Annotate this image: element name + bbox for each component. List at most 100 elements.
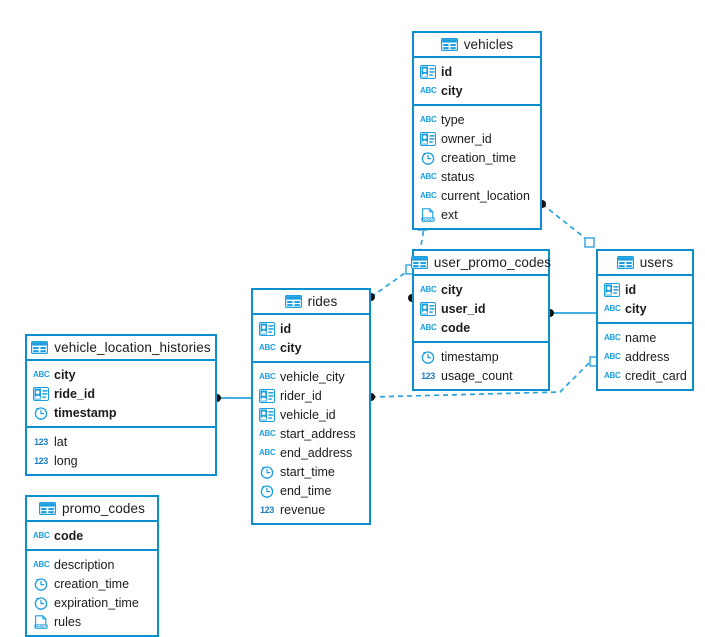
- column-vehicle_id[interactable]: vehicle_id: [253, 405, 369, 424]
- column-revenue[interactable]: 123 revenue: [253, 500, 369, 519]
- column-label: timestamp: [54, 405, 117, 420]
- json-doc-icon: JSON: [33, 614, 49, 629]
- 123-icon: 123: [421, 370, 435, 381]
- abc-icon: ABC: [259, 342, 276, 352]
- relationship-vehicles-to-users[interactable]: [538, 200, 595, 248]
- column-id[interactable]: id: [253, 319, 369, 338]
- column-user_id[interactable]: user_id: [414, 299, 548, 318]
- relationship-user_promo_codes-to-users[interactable]: [546, 309, 596, 317]
- relationship-endpoint-square: [584, 237, 595, 248]
- column-label: city: [441, 282, 463, 297]
- table-header-rides[interactable]: rides: [253, 290, 369, 315]
- table-header-vehicle_location_histories[interactable]: vehicle_location_histories: [27, 336, 215, 361]
- column-rider_id[interactable]: rider_id: [253, 386, 369, 405]
- relationship-vehicle_location_histories-to-rides[interactable]: [213, 394, 251, 402]
- column-owner_id[interactable]: owner_id: [414, 129, 540, 148]
- abc-icon: ABC: [604, 351, 621, 361]
- column-city[interactable]: ABC city: [414, 280, 548, 299]
- abc-icon: ABC: [420, 85, 437, 95]
- column-lat[interactable]: 123 lat: [27, 432, 215, 451]
- column-city[interactable]: ABC city: [253, 338, 369, 357]
- table-name: user_promo_codes: [433, 255, 552, 270]
- column-start_address[interactable]: ABC start_address: [253, 424, 369, 443]
- table-name: promo_codes: [62, 501, 145, 516]
- column-id[interactable]: id: [598, 280, 692, 299]
- column-expiration_time[interactable]: expiration_time: [27, 593, 157, 612]
- abc-icon: ABC: [604, 370, 621, 380]
- table-header-vehicles[interactable]: vehicles: [414, 33, 540, 58]
- column-creation_time[interactable]: creation_time: [27, 574, 157, 593]
- column-ride_id[interactable]: ride_id: [27, 384, 215, 403]
- column-label: user_id: [441, 301, 486, 316]
- table-icon: [31, 341, 49, 354]
- abc-icon: ABC: [420, 284, 437, 294]
- table-header-users[interactable]: users: [598, 251, 692, 276]
- column-label: id: [441, 64, 453, 79]
- column-timestamp[interactable]: timestamp: [27, 403, 215, 422]
- clock-icon: [33, 406, 49, 420]
- relationship-rides-to-user_promo_codes[interactable]: [367, 264, 416, 301]
- table-header-promo_codes[interactable]: promo_codes: [27, 497, 157, 522]
- 123-icon: 123: [34, 455, 48, 466]
- table-name: users: [639, 255, 674, 270]
- 123-icon: 123: [34, 436, 48, 447]
- abc-icon: ABC: [259, 428, 276, 438]
- column-id[interactable]: id: [414, 62, 540, 81]
- column-creation_time[interactable]: creation_time: [414, 148, 540, 167]
- table-header-user_promo_codes[interactable]: user_promo_codes: [410, 251, 552, 276]
- column-timestamp[interactable]: timestamp: [414, 347, 548, 366]
- id-card-icon: [259, 388, 275, 403]
- column-label: code: [54, 528, 84, 543]
- column-start_time[interactable]: start_time: [253, 462, 369, 481]
- abc-icon: ABC: [604, 332, 621, 342]
- clock-icon: [33, 577, 49, 591]
- abc-icon: ABC: [259, 447, 276, 457]
- 123-icon: 123: [260, 504, 274, 515]
- column-label: lat: [54, 434, 68, 449]
- table-icon: [284, 295, 302, 308]
- column-label: city: [280, 340, 302, 355]
- column-label: owner_id: [441, 131, 492, 146]
- table-icon: [39, 502, 57, 515]
- abc-icon: ABC: [420, 171, 437, 181]
- column-label: revenue: [280, 502, 326, 517]
- id-card-icon: [604, 282, 620, 297]
- column-label: type: [441, 112, 465, 127]
- column-end_time[interactable]: end_time: [253, 481, 369, 500]
- abc-icon: ABC: [33, 559, 50, 569]
- json-doc-icon: JSON: [420, 207, 436, 222]
- column-label: start_address: [280, 426, 356, 441]
